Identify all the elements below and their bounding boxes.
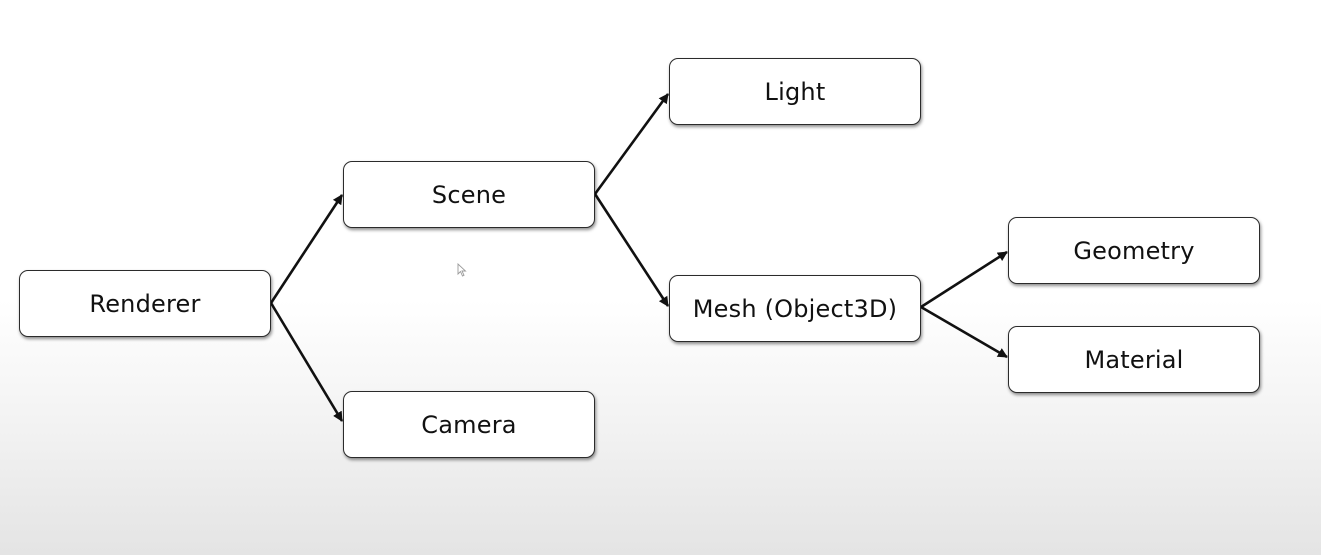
arrow-scene-to-light	[593, 93, 670, 195]
node-scene: Scene	[343, 161, 595, 228]
node-label-mesh: Mesh (Object3D)	[692, 294, 898, 323]
arrow-renderer-to-camera	[269, 302, 344, 422]
node-geometry: Geometry	[1008, 217, 1260, 284]
arrow-mesh-to-material	[920, 305, 1008, 359]
node-renderer: Renderer	[19, 270, 271, 337]
mouse-cursor-icon	[457, 263, 467, 277]
node-label-light: Light	[764, 77, 826, 106]
node-label-scene: Scene	[431, 180, 507, 209]
node-material: Material	[1008, 326, 1260, 393]
arrow-mesh-to-geometry	[920, 250, 1008, 309]
arrow-scene-to-mesh	[593, 193, 670, 307]
node-mesh: Mesh (Object3D)	[669, 275, 921, 342]
node-label-geometry: Geometry	[1073, 236, 1195, 265]
node-label-material: Material	[1084, 345, 1184, 374]
arrow-renderer-to-scene	[269, 194, 344, 304]
node-light: Light	[669, 58, 921, 125]
node-camera: Camera	[343, 391, 595, 458]
node-label-camera: Camera	[421, 410, 517, 439]
node-label-renderer: Renderer	[89, 289, 201, 318]
